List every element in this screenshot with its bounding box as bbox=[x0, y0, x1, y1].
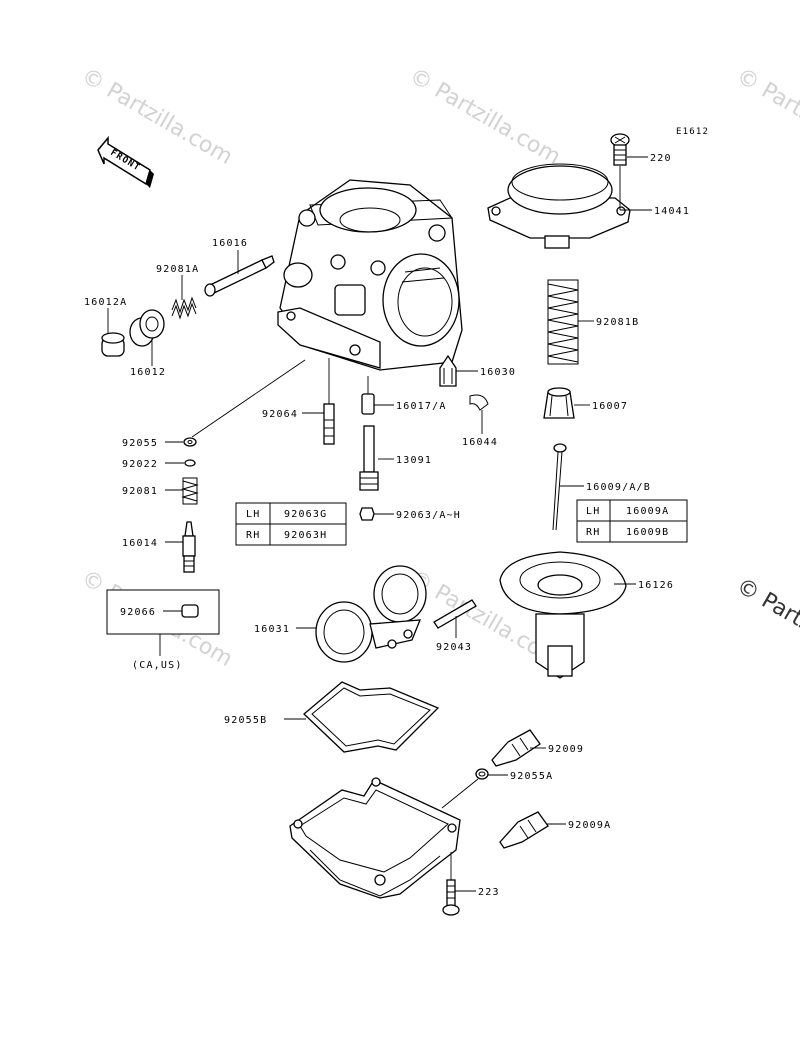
diagram-code: E1612 bbox=[676, 127, 709, 137]
watermark-top-center: © Partzilla.com bbox=[405, 64, 565, 171]
watermark-top-right: © Partzilla.com bbox=[732, 64, 800, 171]
watermarks: © Partzilla.com © Partzilla.com © Partzi… bbox=[77, 64, 800, 673]
needle-16009-drawing bbox=[552, 443, 567, 531]
label-223: 223 bbox=[478, 887, 500, 898]
slide-16031-drawing bbox=[315, 565, 427, 663]
label-13091: 13091 bbox=[396, 455, 432, 466]
table-92063-rh-label: RH bbox=[246, 530, 260, 541]
label-92043: 92043 bbox=[436, 642, 472, 653]
washer-92055-drawing bbox=[183, 437, 197, 447]
diaphragm-16126-drawing bbox=[499, 551, 627, 679]
label-16009: 16009/A/B bbox=[586, 482, 651, 493]
table-92063-rh-value: 92063H bbox=[284, 530, 327, 541]
part-16030-drawing bbox=[439, 354, 457, 387]
washer-92022-drawing bbox=[184, 459, 196, 467]
label-92055A: 92055A bbox=[510, 771, 553, 782]
label-16031: 16031 bbox=[254, 624, 290, 635]
label-16014: 16014 bbox=[122, 538, 158, 549]
label-16030: 16030 bbox=[480, 367, 516, 378]
label-16007: 16007 bbox=[592, 401, 628, 412]
spring-92081A-drawing bbox=[171, 296, 197, 320]
carburetor-body-drawing bbox=[277, 179, 463, 371]
front-arrow-icon: FRONT bbox=[97, 135, 154, 188]
cap-14041-drawing bbox=[487, 163, 631, 249]
label-16016: 16016 bbox=[212, 238, 248, 249]
shaft-16016-drawing bbox=[204, 255, 275, 297]
label-92055B: 92055B bbox=[224, 715, 267, 726]
label-92063: 92063/A~H bbox=[396, 510, 461, 521]
table-92063-lh-value: 92063G bbox=[284, 509, 327, 520]
table-16009-lh-label: LH bbox=[586, 506, 600, 517]
note-ca-us: (CA,US) bbox=[132, 660, 183, 671]
screw-92009-drawing bbox=[491, 729, 541, 767]
part-16017-drawing bbox=[361, 393, 375, 415]
clip-16044-drawing bbox=[469, 394, 489, 411]
label-92081: 92081 bbox=[122, 486, 158, 497]
float-bowl-drawing bbox=[289, 777, 461, 899]
label-92009A: 92009A bbox=[568, 820, 611, 831]
screw-16014-drawing bbox=[182, 521, 196, 573]
label-16126: 16126 bbox=[638, 580, 674, 591]
label-92066: 92066 bbox=[120, 607, 156, 618]
jet-92064-drawing bbox=[323, 403, 335, 445]
label-92055: 92055 bbox=[122, 438, 158, 449]
label-14041: 14041 bbox=[654, 206, 690, 217]
table-16009-rh-label: RH bbox=[586, 527, 600, 538]
table-92063: LH 92063G RH 92063H bbox=[235, 502, 347, 546]
table-92063-lh-label: LH bbox=[246, 509, 260, 520]
label-92081B: 92081B bbox=[596, 317, 639, 328]
watermark-side: © Partz bbox=[732, 574, 800, 638]
label-16044: 16044 bbox=[462, 437, 498, 448]
table-16009-rh-value: 16009B bbox=[626, 527, 669, 538]
box-92066: 92066 (CA,US) bbox=[106, 589, 220, 671]
label-92022: 92022 bbox=[122, 459, 158, 470]
table-16009-lh-value: 16009A bbox=[626, 506, 669, 517]
knob-16012-drawing bbox=[129, 309, 165, 347]
cap-16012A-drawing bbox=[101, 332, 125, 357]
screw-92009A-drawing bbox=[499, 811, 549, 849]
label-16012A: 16012A bbox=[84, 297, 127, 308]
label-16017: 16017/A bbox=[396, 401, 447, 412]
pin-92043-drawing bbox=[433, 599, 477, 629]
spring-92081B-drawing bbox=[547, 279, 579, 365]
spring-92081-drawing bbox=[181, 477, 199, 505]
screw-223-drawing bbox=[442, 879, 460, 916]
oring-92055A-drawing bbox=[475, 768, 489, 780]
screw-220-drawing bbox=[610, 133, 630, 166]
tube-13091-drawing bbox=[359, 425, 379, 491]
holder-16007-drawing bbox=[543, 387, 575, 419]
jet-92063-drawing bbox=[359, 507, 375, 521]
label-220: 220 bbox=[650, 153, 672, 164]
label-92064: 92064 bbox=[262, 409, 298, 420]
table-16009: LH 16009A RH 16009B bbox=[576, 499, 688, 543]
label-92009: 92009 bbox=[548, 744, 584, 755]
label-16012: 16012 bbox=[130, 367, 166, 378]
label-92081A: 92081A bbox=[156, 264, 199, 275]
gasket-92055B-drawing bbox=[303, 681, 440, 753]
